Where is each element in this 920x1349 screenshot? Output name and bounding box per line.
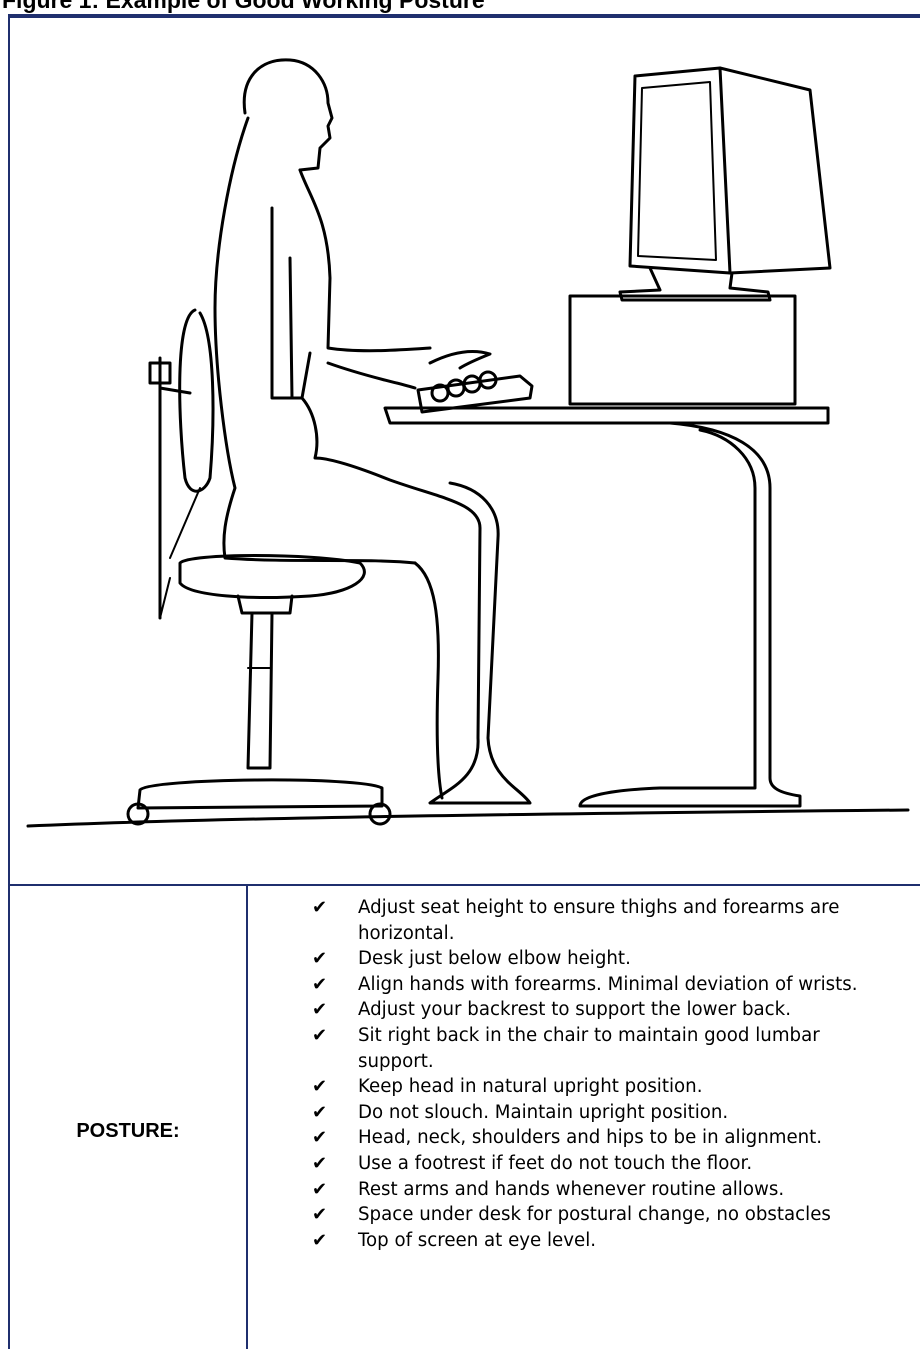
checklist-item: ✔Adjust your backrest to support the low… xyxy=(248,997,920,1023)
checkmark-icon: ✔ xyxy=(312,1202,327,1228)
checklist-item: ✔Rest arms and hands whenever routine al… xyxy=(248,1177,920,1203)
figure-title-strip: Figure 1: Example of Good Working Postur… xyxy=(0,0,920,14)
checkmark-icon: ✔ xyxy=(312,997,327,1023)
checklist-item: ✔Do not slouch. Maintain upright positio… xyxy=(248,1100,920,1126)
floor-line xyxy=(28,810,908,826)
checkmark-icon: ✔ xyxy=(312,1151,327,1177)
checklist-item: ✔Head, neck, shoulders and hips to be in… xyxy=(248,1125,920,1151)
checkmark-icon: ✔ xyxy=(312,1023,327,1049)
checkmark-icon: ✔ xyxy=(312,1074,327,1100)
checkmark-icon: ✔ xyxy=(312,895,327,921)
checklist-item: ✔Sit right back in the chair to maintain… xyxy=(248,1023,920,1074)
checkmark-icon: ✔ xyxy=(312,1125,327,1151)
checklist-item: ✔Use a footrest if feet do not touch the… xyxy=(248,1151,920,1177)
checkmark-icon: ✔ xyxy=(312,1177,327,1203)
posture-label-cell: POSTURE: xyxy=(10,886,246,1349)
checklist-item: ✔Space under desk for postural change, n… xyxy=(248,1202,920,1228)
checklist-item: ✔Desk just below elbow height. xyxy=(248,946,920,972)
checklist-item: ✔Top of screen at eye level. xyxy=(248,1228,920,1254)
checkmark-icon: ✔ xyxy=(312,1228,327,1254)
checkmark-icon: ✔ xyxy=(312,1100,327,1126)
checklist-item: ✔Align hands with forearms. Minimal devi… xyxy=(248,972,920,998)
figure-title: Figure 1: Example of Good Working Postur… xyxy=(2,0,485,14)
checkmark-icon: ✔ xyxy=(312,972,327,998)
posture-illustration xyxy=(10,18,920,884)
checklist-item: ✔Adjust seat height to ensure thighs and… xyxy=(248,895,920,946)
checklist-item: ✔Keep head in natural upright position. xyxy=(248,1074,920,1100)
monitor xyxy=(570,68,830,404)
desk xyxy=(385,408,828,806)
posture-label: POSTURE: xyxy=(76,1120,179,1143)
keyboard-and-hands xyxy=(418,351,532,412)
checkmark-icon: ✔ xyxy=(312,946,327,972)
office-chair xyxy=(128,310,390,824)
posture-checklist: ✔Adjust seat height to ensure thighs and… xyxy=(248,895,920,1253)
seated-person xyxy=(215,60,530,803)
